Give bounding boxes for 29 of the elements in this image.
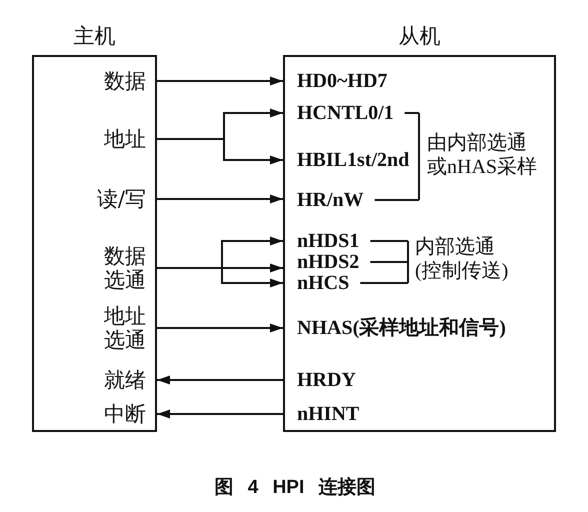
signal-arrow	[157, 194, 283, 204]
signal-label: nHDS1	[297, 230, 360, 252]
box-title: 从机	[398, 24, 440, 48]
signal-arrow	[157, 376, 283, 384]
signal-label: 数据选通	[100, 244, 146, 292]
signal-arrow	[157, 76, 283, 86]
figure-caption: 图 4 HPI 连接图	[214, 476, 376, 500]
signal-label: 数据	[104, 69, 146, 93]
signal-arrow	[157, 267, 283, 288]
bracket-note: 内部选通(控制传送)	[415, 235, 510, 283]
signal-label: 中断	[104, 402, 146, 426]
box-title: 主机	[74, 24, 116, 48]
signal-label: 地址	[104, 127, 146, 151]
signal-arrow	[157, 410, 283, 418]
signal-label: NHAS(采样地址和信号)	[297, 318, 506, 338]
signal-label: nHDS2	[297, 252, 360, 272]
signal-label: HD0~HD7	[297, 70, 388, 92]
signal-label: HR/nW	[297, 190, 364, 210]
signal-label: HBIL1st/2nd	[297, 150, 410, 170]
signal-label: HRDY	[297, 370, 356, 390]
bracket-note: 由内部选通或nHAS采样	[427, 131, 538, 179]
signal-arrow	[157, 138, 283, 164]
signal-arrow	[157, 324, 283, 332]
signal-label: HCNTL0/1	[297, 102, 394, 124]
signal-label: 就绪	[104, 368, 146, 392]
signal-label: nHCS	[297, 272, 350, 294]
signal-label: 读/写	[96, 187, 146, 211]
signal-label: 地址选通	[100, 304, 146, 352]
signal-label: nHINT	[297, 404, 360, 424]
